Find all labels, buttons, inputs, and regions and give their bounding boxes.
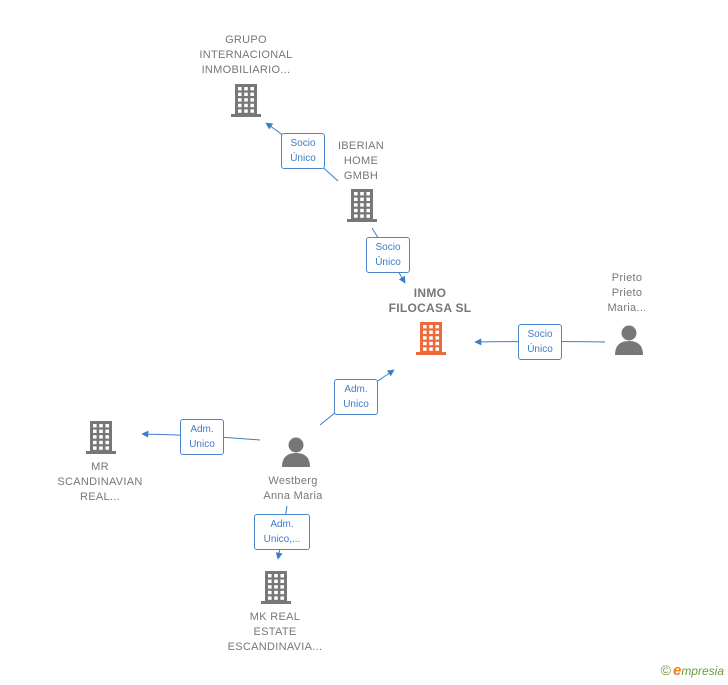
building-icon-iberian[interactable]	[347, 189, 377, 222]
brand-logo-text: mpresia	[681, 664, 724, 678]
edge-label-line1: Adm.	[270, 519, 294, 530]
edge-label-e5[interactable]: Adm. Unico	[180, 419, 224, 455]
edge-label-line2: Unico	[189, 439, 215, 450]
edge-label-line1: Socio	[527, 329, 553, 340]
node-label-inmo[interactable]: INMO FILOCASA SL	[388, 286, 472, 315]
node-label-prieto[interactable]: Prieto Prieto Maria...	[607, 272, 647, 314]
person-icon-westberg[interactable]	[282, 437, 310, 468]
nodes-layer	[86, 84, 643, 604]
edge-label-line1: Adm.	[190, 424, 214, 435]
node-label-mk[interactable]: MK REAL ESTATE ESCANDINAVIA...	[227, 611, 323, 653]
node-label-westberg[interactable]: Westberg Anna Maria	[263, 475, 323, 502]
edge-label-line1: Socio	[375, 242, 401, 253]
edge-label-line2: Unico,...	[263, 534, 301, 545]
building-icon-mk[interactable]	[261, 571, 291, 604]
edge-label-e6[interactable]: Adm. Unico,...	[254, 514, 310, 550]
node-label-grupo[interactable]: GRUPO INTERNACIONAL INMOBILIARIO...	[199, 34, 293, 76]
person-icon-prieto[interactable]	[615, 325, 643, 356]
footer-brand[interactable]: ©empresia	[661, 662, 724, 679]
edge-label-line2: Único	[527, 344, 553, 355]
edge-label-line1: Socio	[290, 138, 316, 149]
brand-logo-initial: e	[672, 662, 682, 679]
edge-label-line2: Único	[290, 153, 316, 164]
edge-label-line2: Unico	[343, 399, 369, 410]
copyright-icon: ©	[660, 662, 671, 678]
building-icon-grupo[interactable]	[231, 84, 261, 117]
node-label-iberian[interactable]: IBERIAN HOME GMBH	[337, 140, 385, 182]
edge-label-e4[interactable]: Adm. Unico	[334, 379, 378, 415]
node-label-mr[interactable]: MR SCANDINAVIAN REAL...	[57, 461, 143, 503]
edge-label-line2: Único	[375, 257, 401, 268]
building-icon-mr[interactable]	[86, 421, 116, 454]
building-icon-inmo[interactable]	[416, 322, 446, 355]
edge-label-line1: Adm.	[344, 384, 368, 395]
